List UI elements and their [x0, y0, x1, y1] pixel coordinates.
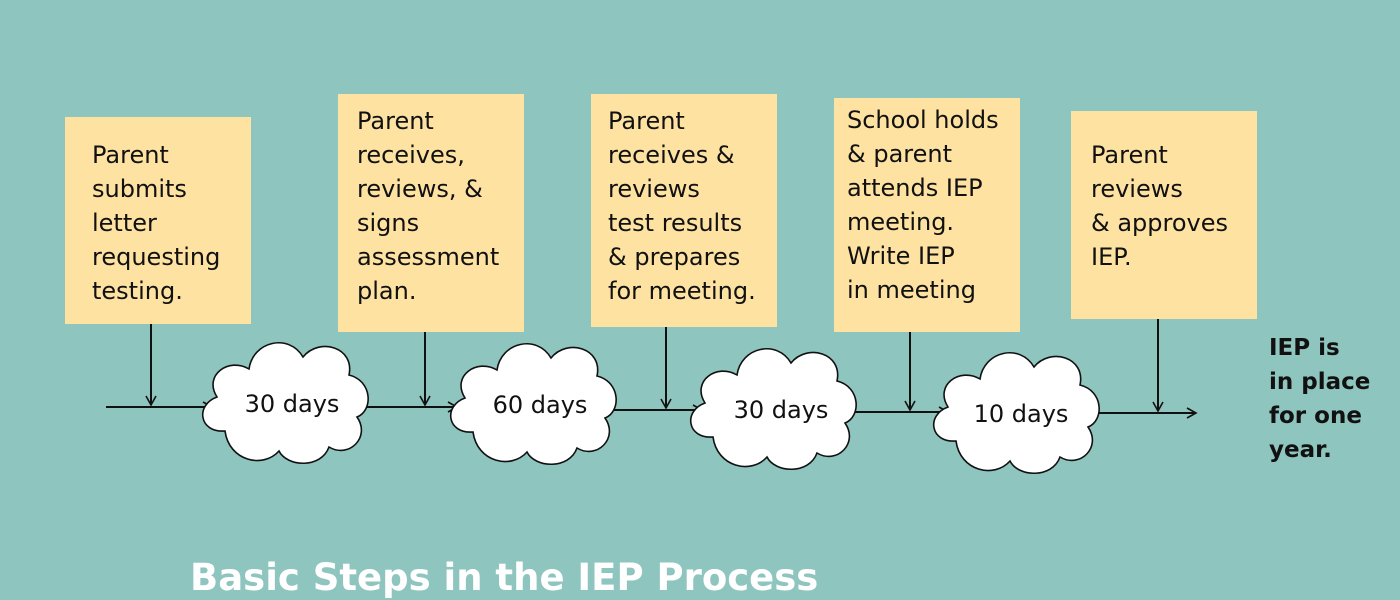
- step-note-4: School holds & parent attends IEP meetin…: [834, 98, 1020, 332]
- duration-label: 60 days: [493, 391, 588, 419]
- duration-label: 30 days: [245, 390, 340, 418]
- step-text: Parent receives, reviews, & signs assess…: [357, 107, 500, 305]
- step-note-3: Parent receives & reviews test results &…: [591, 94, 777, 327]
- outcome-text: IEP is in place for one year.: [1269, 335, 1371, 463]
- step-text: Parent reviews & approves IEP.: [1091, 141, 1229, 271]
- duration-cloud-2: 60 days: [449, 342, 617, 466]
- page-title: Basic Steps in the IEP Process: [190, 556, 819, 599]
- duration-cloud-4: 10 days: [932, 351, 1100, 475]
- duration-label: 10 days: [974, 400, 1069, 428]
- duration-label: 30 days: [734, 396, 829, 424]
- step-note-5: Parent reviews & approves IEP.: [1071, 111, 1257, 319]
- step-text: Parent submits letter requesting testing…: [92, 141, 221, 305]
- step-text: School holds & parent attends IEP meetin…: [847, 106, 999, 304]
- step-note-1: Parent submits letter requesting testing…: [65, 117, 251, 324]
- step-note-2: Parent receives, reviews, & signs assess…: [338, 94, 524, 332]
- duration-cloud-3: 30 days: [689, 347, 857, 471]
- step-text: Parent receives & reviews test results &…: [608, 107, 756, 305]
- duration-cloud-1: 30 days: [201, 341, 369, 465]
